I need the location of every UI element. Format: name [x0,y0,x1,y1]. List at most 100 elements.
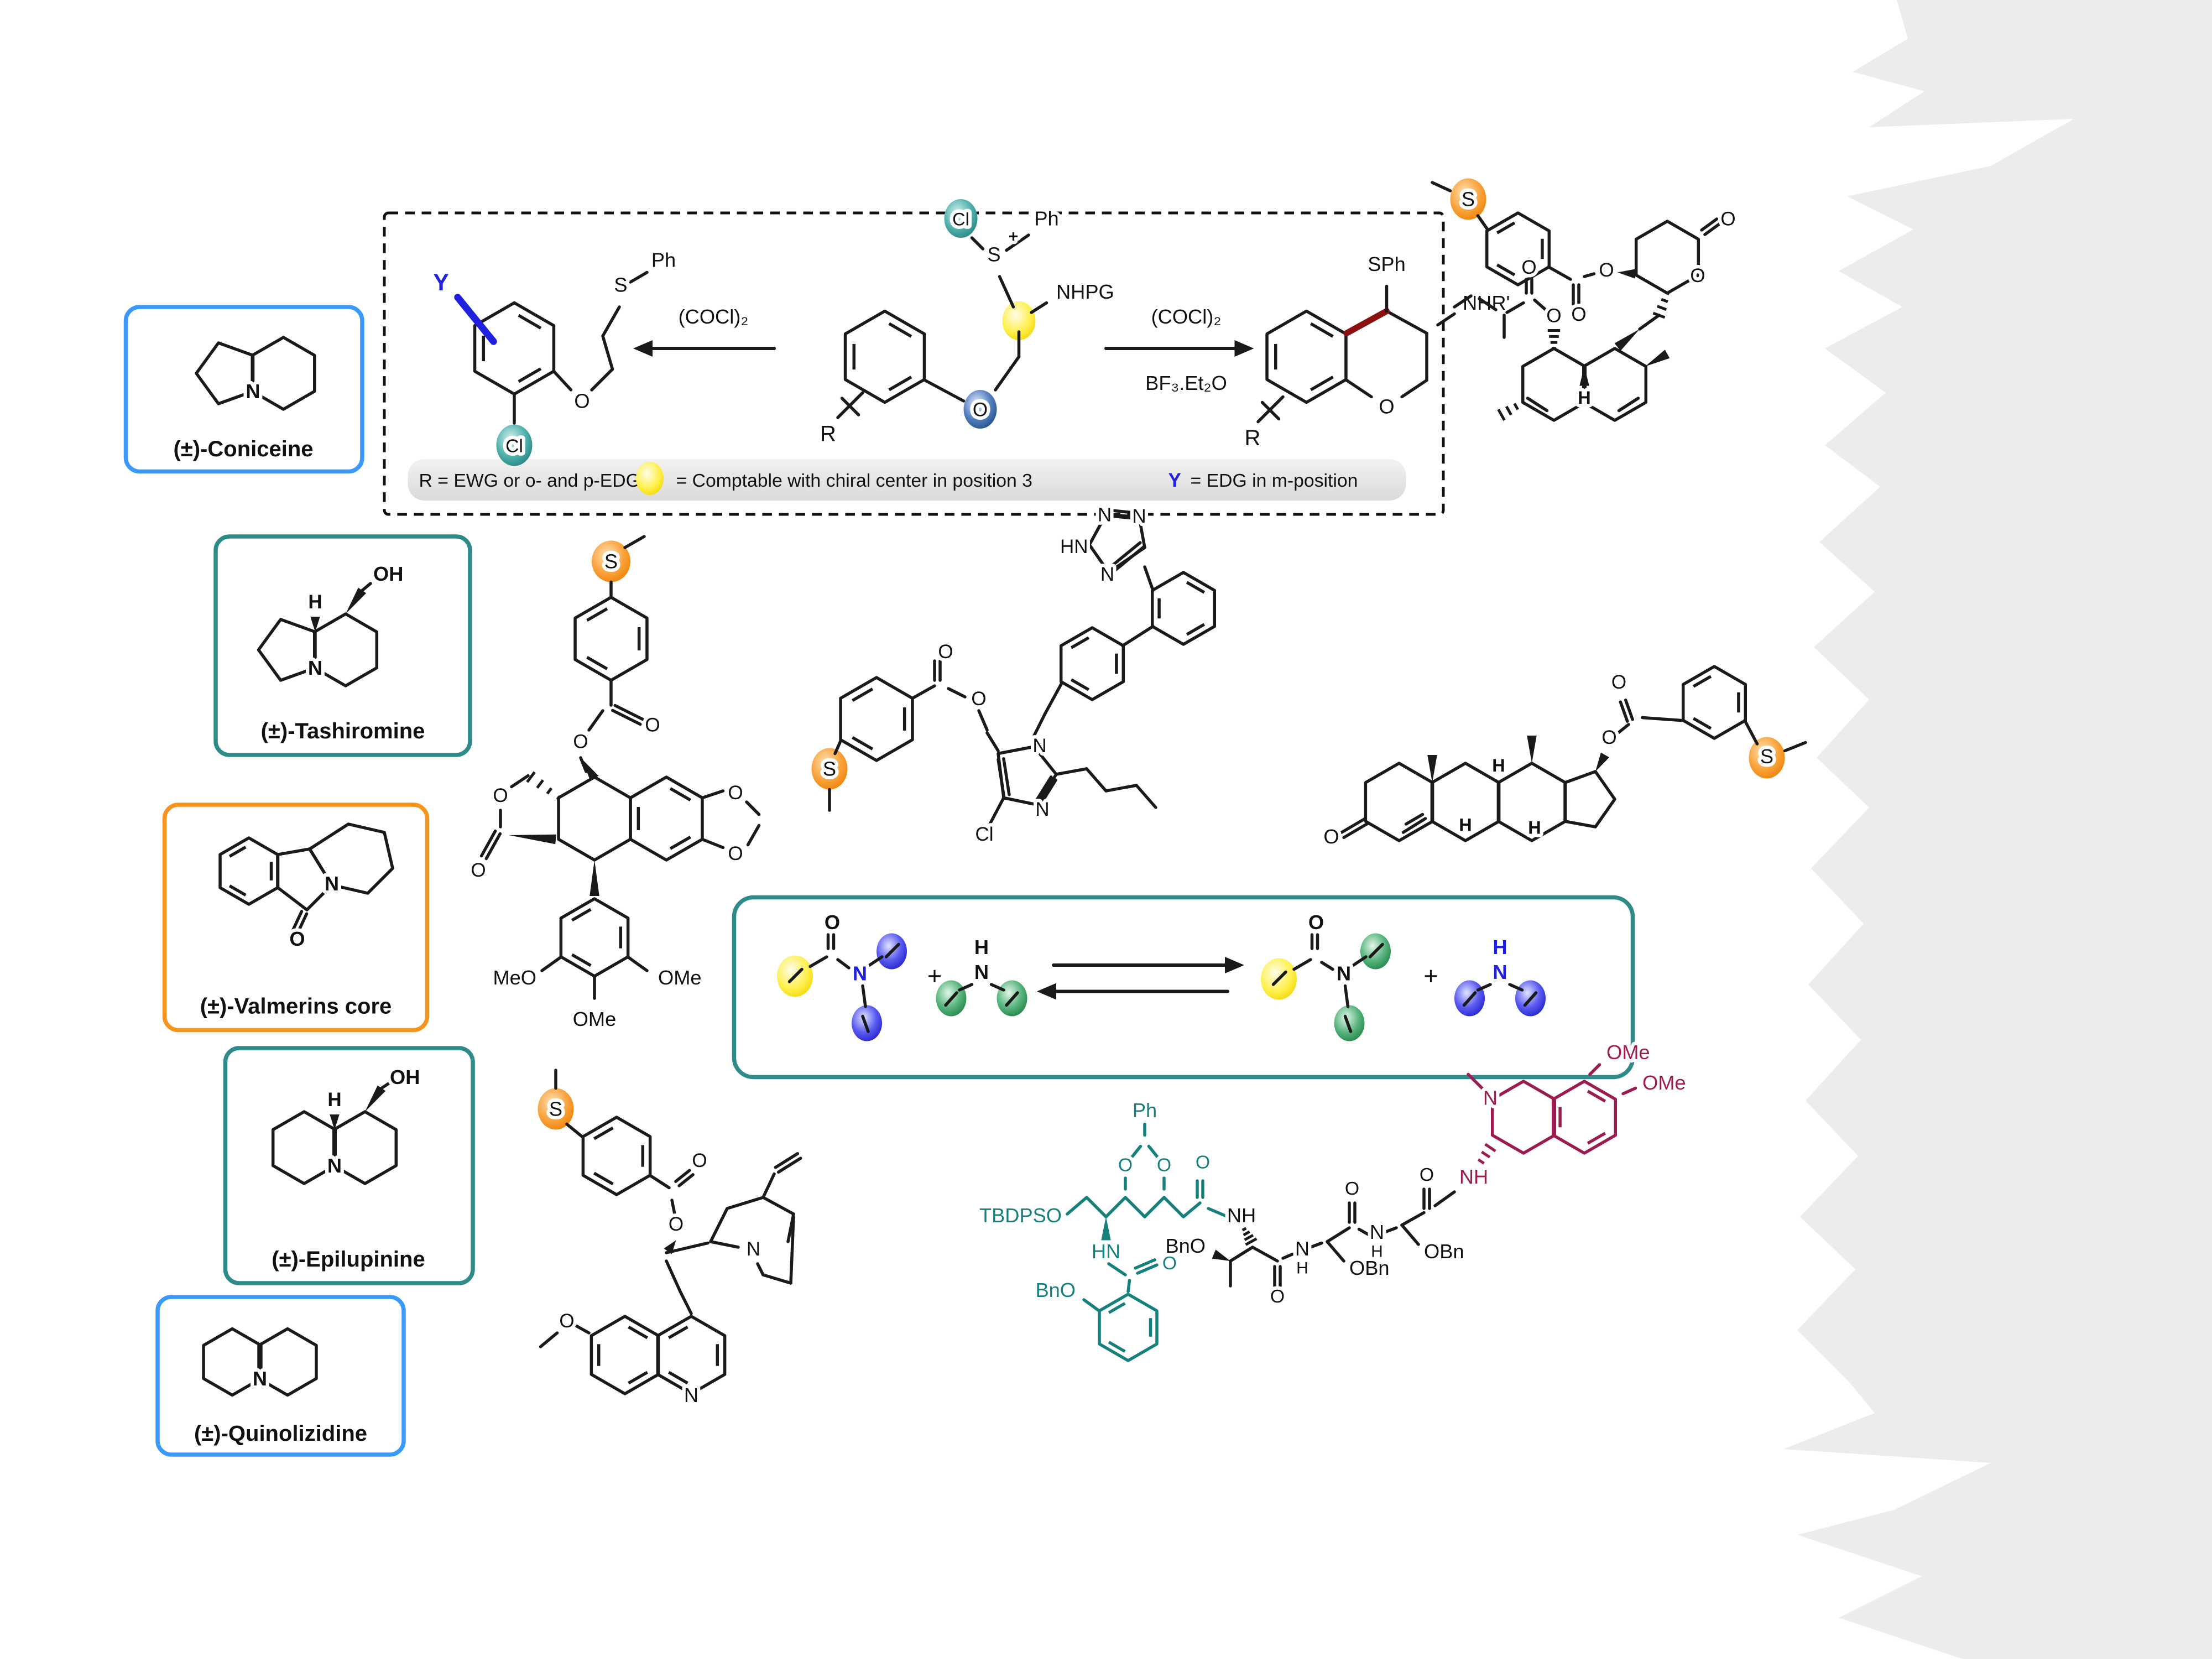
ring [1088,513,1146,574]
legend-y-symbol: Y [1168,470,1181,491]
atom-label: N [1483,1087,1498,1109]
double-bond-inner [1496,263,1516,277]
double-bond-inner [852,736,874,751]
bond [1134,1258,1156,1270]
ring [656,1315,727,1395]
atom-label: OH [390,1066,420,1088]
arrow-head [1037,983,1056,1000]
atom-label: O [1599,259,1614,281]
condition-right-arrow-bottom: BF₃.Et₂O [1145,372,1227,394]
bond [1345,378,1373,399]
atom-label: N [1493,961,1507,983]
wedge-bond [365,1085,386,1112]
double-bond-inner [852,687,874,702]
wedge-bond [346,587,367,614]
ring [1681,665,1747,740]
bond [1126,1279,1131,1293]
bond [745,800,761,816]
wedge-bond [589,860,599,896]
atom-label: O [1308,911,1324,934]
wedge-bond [1101,1217,1111,1241]
atom-label: O [1345,1178,1359,1199]
atom-label: H [1528,818,1541,838]
bond [911,684,936,700]
bond [701,789,725,800]
bond [665,1241,709,1254]
atom-label: O [559,1310,574,1332]
bond [989,983,1005,992]
atom-label: NH [1227,1204,1256,1227]
atom-label: O [493,785,508,806]
teal-ball-icon [944,199,978,238]
bond [1182,1201,1202,1218]
atom-label: O [471,859,486,881]
molecule-coniceine: N [195,336,316,411]
double-bond-inner [1070,636,1090,649]
hash-bond [1505,405,1512,416]
bond [1085,1196,1108,1218]
bond [1030,301,1048,314]
double-bond-inner [669,835,691,850]
orange-ball-icon [1450,178,1486,220]
bond [361,582,372,592]
hash-bond [536,779,544,789]
bond [623,535,646,549]
bond [1617,397,1640,413]
double-bond-inner [667,1371,688,1385]
bond [1147,1144,1162,1162]
bond [970,236,985,251]
double-bond-inner [228,846,247,858]
atom-label: H [327,1089,341,1111]
bond [674,1169,691,1183]
bond [601,334,614,371]
wedge-bond [664,1240,676,1254]
bond [1143,565,1155,592]
atom-label: N [1100,564,1114,585]
wedge-bond [1614,329,1640,351]
wedge-bond [1427,755,1437,783]
bond [575,1324,591,1335]
double-bond-inner [586,607,608,622]
bond [1400,1223,1420,1246]
double-bond-inner [888,376,912,392]
atom-label: N [1035,799,1049,820]
bond [1320,961,1334,971]
bond [1400,1211,1426,1227]
atom-label: OMe [1642,1071,1686,1094]
atom-label: H [1493,936,1507,958]
box-epilupinine [223,1046,475,1285]
double-bond-inner [1186,623,1206,636]
bond [539,1331,559,1348]
bond [1783,741,1807,753]
atom-label: O [973,399,988,421]
bond [1433,1190,1456,1207]
bond [1343,984,1350,1008]
atom-label: R [820,422,836,446]
atom-label: O [971,688,986,710]
double-bond-inner [1692,717,1712,730]
double-bond-inner [628,1325,649,1340]
hash-bond [1245,1237,1258,1246]
hash-bond [1513,403,1519,410]
condition-left-arrow: (COCl)₂ [679,305,749,328]
atom-label: OMe [1606,1041,1650,1064]
bond [1128,1144,1142,1162]
atom-label: Ph [651,249,676,272]
double-bond-inner [1108,1302,1126,1314]
ring [257,1327,318,1397]
atom-label: H [308,591,322,613]
box-coniceine [123,305,364,474]
atom-label: O [574,390,589,413]
bond [601,305,621,338]
ring [843,309,926,404]
name-quinolizidine: (±)-Quinolizidine [194,1421,367,1446]
name-tashiromine: (±)-Tashiromine [261,719,425,743]
double-bond-inner [593,1126,614,1140]
atom-label: OMe [658,966,702,989]
bond [1526,397,1549,413]
bond [1343,1014,1353,1033]
ring [1563,770,1616,829]
double-bond-inner [518,367,542,383]
bond [1624,699,1634,721]
